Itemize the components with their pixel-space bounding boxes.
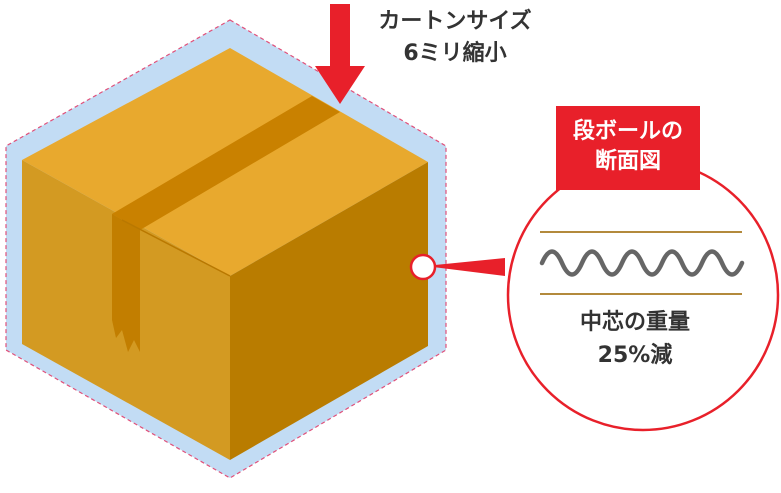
callout-pointer — [425, 258, 505, 276]
core-weight-label: 中芯の重量 25%減 — [545, 306, 725, 372]
carton-size-line1: カートンサイズ — [378, 9, 532, 34]
cross-section-title-line2: 断面図 — [594, 149, 661, 174]
cross-section-title-line1: 段ボールの — [572, 119, 683, 144]
down-arrow-icon — [315, 4, 365, 104]
cardboard-box-icon — [22, 48, 428, 460]
carton-size-label: カートンサイズ 6ミリ縮小 — [340, 6, 570, 70]
pointer-dot-icon — [409, 253, 437, 281]
core-weight-line2: 25%減 — [597, 343, 673, 368]
box-right-face — [230, 162, 428, 460]
core-weight-line1: 中芯の重量 — [579, 310, 690, 335]
carton-size-line2: 6ミリ縮小 — [403, 41, 507, 66]
box-flap-seam — [121, 219, 231, 277]
cross-section-title-badge: 段ボールの 断面図 — [556, 106, 700, 190]
corrugated-flute-icon — [539, 249, 745, 277]
tape-top — [112, 96, 340, 230]
tape-front — [112, 214, 140, 352]
